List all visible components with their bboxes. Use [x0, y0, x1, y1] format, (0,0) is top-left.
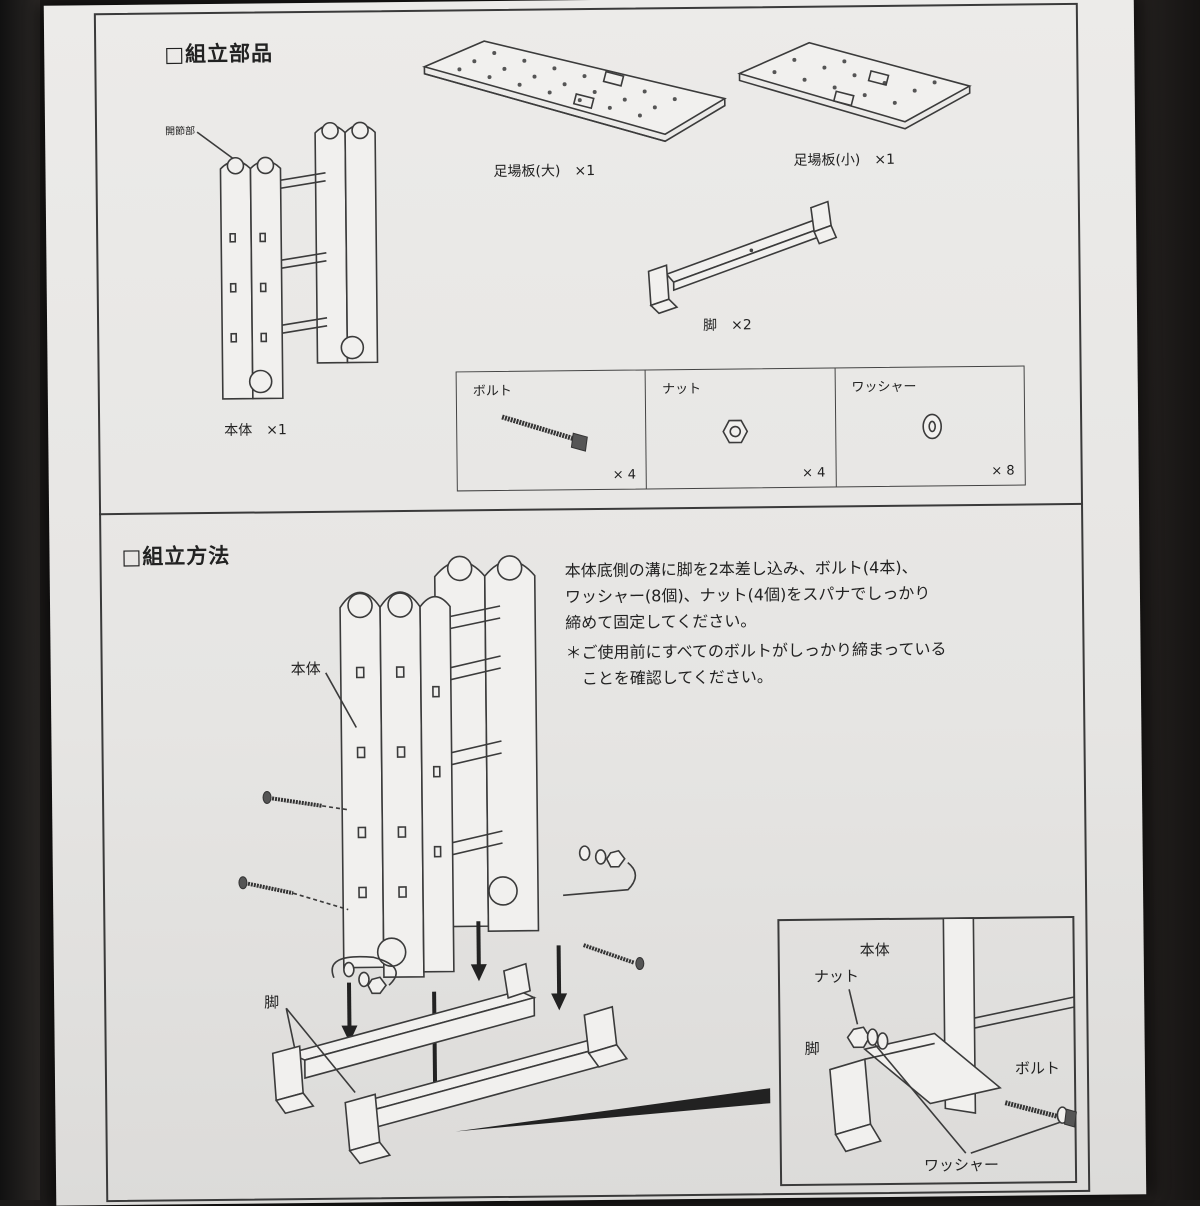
- desk-surface-left: [0, 0, 40, 1200]
- legs-label: 脚 ×2: [703, 314, 752, 335]
- hardware-cell-bolt: ボルト × 4: [457, 370, 648, 490]
- washer-icon: [918, 412, 948, 442]
- hardware-cell-nut: ナット × 4: [646, 368, 837, 488]
- board-small-illustration: [734, 36, 985, 139]
- hardware-qty: × 8: [991, 464, 1014, 479]
- detail-nut-label: ナット: [814, 965, 859, 986]
- detail-washer-label: ワッシャー: [924, 1154, 999, 1176]
- instruction-sheet: □組立部品 開節部 本体 ×1: [44, 0, 1147, 1206]
- board-large-label: 足場板(大) ×1: [493, 160, 595, 181]
- hardware-cell-washer: ワッシャー × 8: [835, 366, 1025, 486]
- assembly-diagram: [169, 544, 735, 1170]
- parts-section-title: □組立部品: [164, 37, 273, 68]
- leg-illustration: [636, 197, 847, 319]
- detail-leg-label: 脚: [805, 1038, 820, 1059]
- ladder-body-illustration: [165, 112, 408, 414]
- main-body-label: 本体 ×1: [224, 419, 287, 440]
- diagram-body-label: 本体: [291, 658, 321, 679]
- bolt-icon: [497, 411, 608, 462]
- board-small-label: 足場板(小) ×1: [793, 149, 895, 170]
- hardware-name: ワッシャー: [851, 376, 916, 396]
- hinge-label: 開節部: [165, 122, 195, 137]
- detail-bolt-label: ボルト: [1015, 1057, 1060, 1078]
- hardware-name: ナット: [662, 378, 701, 397]
- board-large-illustration: [414, 39, 735, 152]
- hardware-qty: × 4: [613, 468, 636, 483]
- hardware-table: ボルト × 4 ナット × 4 ワッシャー × 8: [456, 365, 1026, 491]
- diagram-leg-label: 脚: [264, 991, 279, 1012]
- detail-body-label: 本体: [860, 939, 890, 960]
- hardware-name: ボルト: [473, 380, 512, 399]
- hardware-qty: × 4: [802, 466, 825, 481]
- nut-icon: [721, 417, 751, 447]
